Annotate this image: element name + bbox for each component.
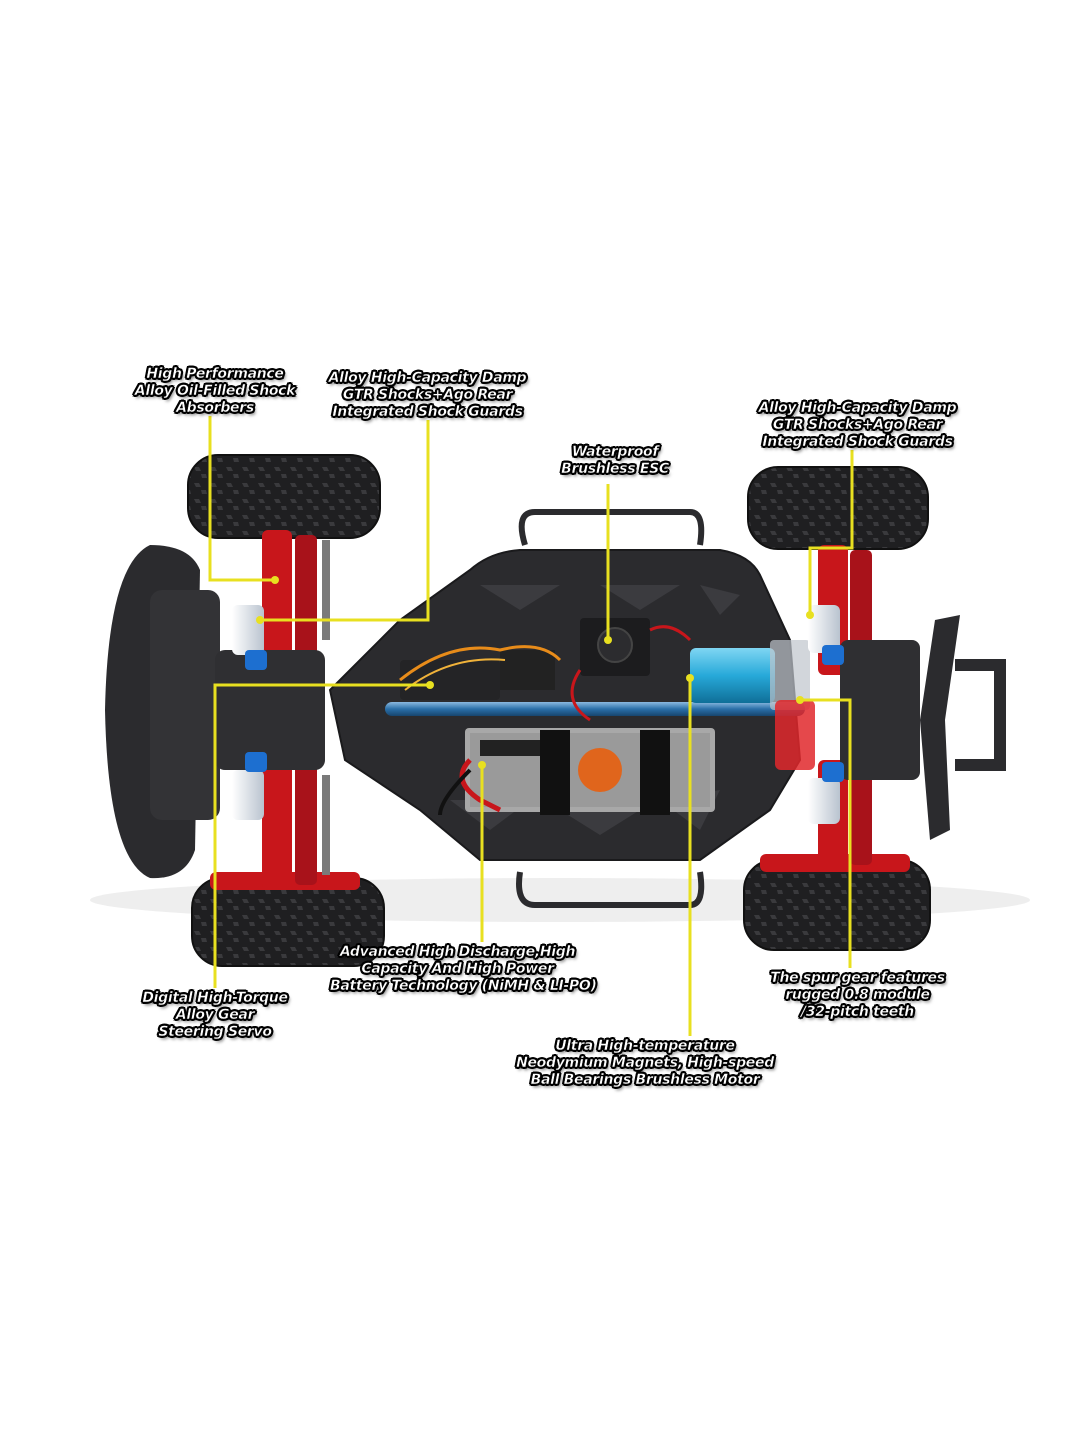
front-shock-bottom bbox=[232, 752, 267, 820]
callout-line: High Performance bbox=[146, 366, 284, 382]
rear-wing-mount bbox=[920, 615, 1006, 840]
callout-line: GTR Shocks+Ago Rear bbox=[342, 387, 513, 403]
callout-line: Waterproof bbox=[571, 444, 659, 460]
callout-line: /32-pitch teeth bbox=[801, 1004, 915, 1020]
callout-line: Alloy Oil-Filled Shock bbox=[134, 383, 296, 399]
callout-esc: Waterproof Brushless ESC bbox=[540, 444, 690, 478]
callout-line: Steering Servo bbox=[158, 1024, 272, 1040]
callout-line: Brushless ESC bbox=[561, 461, 669, 477]
front-suspension bbox=[215, 530, 330, 890]
callout-line: Advanced High Discharge,High bbox=[339, 944, 576, 960]
front-bumper bbox=[105, 545, 220, 879]
callout-shock-absorbers: High Performance Alloy Oil-Filled Shock … bbox=[120, 366, 310, 417]
leader-servo bbox=[213, 683, 430, 988]
callout-line: Integrated Shock Guards bbox=[332, 404, 523, 420]
callout-line: Alloy Gear bbox=[175, 1007, 255, 1023]
steering-servo-wires bbox=[399, 645, 562, 700]
front-left-tire bbox=[187, 454, 381, 539]
leader-rear-shocks bbox=[808, 450, 854, 615]
callout-line: rugged 0.8 module bbox=[785, 987, 930, 1003]
callout-line: The spur gear features bbox=[770, 970, 945, 986]
leader-spur-gear bbox=[800, 698, 852, 968]
callout-line: Neodymium Magnets, High-speed bbox=[516, 1055, 775, 1071]
brushless-motor bbox=[649, 625, 815, 770]
rear-left-tire bbox=[747, 466, 929, 550]
leader-lines bbox=[208, 416, 854, 1036]
callout-line: Capacity And High Power bbox=[361, 961, 554, 977]
callout-rear-shocks: Alloy High-Capacity Damp GTR Shocks+Ago … bbox=[750, 400, 965, 451]
callout-line: Integrated Shock Guards bbox=[762, 434, 953, 450]
callout-spur-gear: The spur gear features rugged 0.8 module… bbox=[755, 970, 960, 1021]
leader-front-shocks bbox=[260, 420, 430, 622]
callout-battery: Advanced High Discharge,High Capacity An… bbox=[330, 944, 597, 995]
leader-dots bbox=[256, 576, 814, 769]
rear-shock-bottom bbox=[808, 762, 844, 824]
callout-line: Absorbers bbox=[176, 400, 254, 416]
center-driveshaft bbox=[385, 702, 805, 716]
callout-line: Ultra High-temperature bbox=[555, 1038, 735, 1054]
rear-shock-top bbox=[808, 605, 844, 665]
callout-motor: Ultra High-temperature Neodymium Magnets… bbox=[515, 1038, 775, 1089]
callout-line: Battery Technology (NiMH & LI-PO) bbox=[330, 978, 597, 994]
callout-front-shocks: Alloy High-Capacity Damp GTR Shocks+Ago … bbox=[320, 370, 535, 421]
callout-line: GTR Shocks+Ago Rear bbox=[772, 417, 943, 433]
leader-shock-absorbers bbox=[208, 416, 275, 582]
front-right-tire bbox=[191, 872, 385, 967]
callout-line: Alloy High-Capacity Damp bbox=[758, 400, 957, 416]
callout-line: Alloy High-Capacity Damp bbox=[328, 370, 527, 386]
battery-pack bbox=[438, 728, 715, 816]
callout-servo: Digital High-Torque Alloy Gear Steering … bbox=[140, 990, 290, 1041]
front-shock-top bbox=[232, 605, 267, 670]
callout-line: Ball Bearings Brushless Motor bbox=[530, 1072, 760, 1088]
callout-line: Digital High-Torque bbox=[142, 990, 288, 1006]
tiger-logo-icon bbox=[578, 748, 622, 792]
